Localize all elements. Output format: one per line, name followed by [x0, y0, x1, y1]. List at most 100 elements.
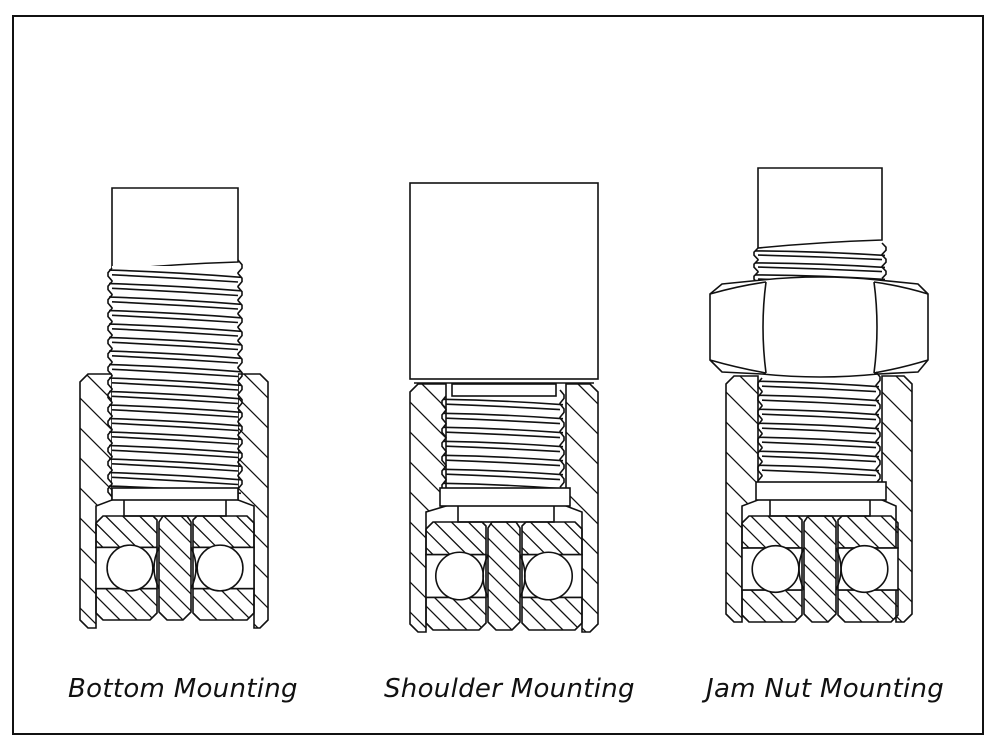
bearing-ball-right [840, 544, 889, 594]
race-groove-right [190, 547, 197, 589]
housing-jamnut-right-wall-outline [881, 375, 913, 623]
hex-nut-flat-edge-right [873, 281, 878, 374]
thread-left-profile [441, 395, 447, 494]
thread-left-profile [753, 247, 759, 284]
thread-crest [108, 417, 242, 427]
thread-end-cap [439, 487, 571, 507]
bearing-ball-left [434, 551, 485, 601]
bearing-ball-right [523, 551, 574, 601]
thread-crest [758, 394, 880, 402]
bearing-outer-ring-right [522, 522, 582, 555]
housing-bottom-left-wall [80, 374, 112, 628]
thread-root [445, 445, 561, 453]
thread-crest [758, 380, 880, 388]
stud-external-thread [107, 259, 243, 499]
thread-right-profile [881, 242, 887, 279]
thread-right-profile [559, 389, 565, 488]
thread-root [111, 449, 239, 459]
housing-shoulder-left-wall [410, 384, 446, 632]
bearing-inner-race-outline [487, 521, 521, 631]
bearing-inner-race-outline [158, 515, 192, 621]
race-groove-left [798, 547, 805, 591]
hex-nut-flat-edge-left [762, 281, 767, 374]
thread-crest [108, 350, 242, 360]
thread-root [757, 254, 883, 261]
bearing-inner-race [159, 516, 191, 620]
thread-crest [442, 454, 564, 462]
bearing-bottom [95, 515, 255, 621]
bearing-inner-race [804, 516, 836, 622]
bearing-shoulder [425, 521, 583, 631]
bearing-ball-left [106, 544, 154, 592]
thread-crest [442, 426, 564, 434]
thread-crest [108, 404, 242, 414]
thread-crest [758, 464, 880, 472]
thread-crest [758, 422, 880, 430]
shoulder-shaft [409, 182, 599, 380]
bearing-jamnut [741, 515, 899, 623]
thread-root [445, 403, 561, 411]
jamnut-stud-plain-shank [757, 167, 883, 249]
caption-shoulder-mounting: Shoulder Mounting [384, 674, 635, 704]
thread-crest [108, 323, 242, 333]
thread-crest [442, 468, 564, 476]
hex-chamfer-bottom-left [709, 359, 767, 374]
race-groove-left [153, 547, 160, 589]
thread-crest [108, 444, 242, 454]
thread-crest [108, 390, 242, 400]
thread-root [761, 469, 877, 477]
thread-left-profile [757, 377, 763, 490]
housing-bottom-right-wall-outline [237, 373, 269, 629]
thread-crest [442, 440, 564, 448]
thread-root [111, 395, 239, 405]
caption-jam-nut-mounting: Jam Nut Mounting [706, 674, 945, 704]
thread-root [761, 441, 877, 449]
thread-root [761, 427, 877, 435]
jam-nut-mounting-assembly [709, 167, 929, 623]
bearing-inner-race-outline [803, 515, 837, 623]
housing-shoulder-right-wall-outline [565, 383, 599, 633]
thread-root [761, 399, 877, 407]
race-groove-right [835, 547, 842, 591]
thread-crest [758, 450, 880, 458]
thread-root [445, 431, 561, 439]
thread-crest [108, 269, 242, 279]
thread-crest [442, 412, 564, 420]
thread-crest [108, 377, 242, 387]
bearing-lower-ring-left [742, 589, 802, 622]
jamnut-lower-thread [757, 371, 881, 490]
thread-crest [108, 282, 242, 292]
bearing-inner-race [488, 522, 520, 630]
bottom-mounting-assembly [79, 187, 269, 629]
thread-root [111, 368, 239, 378]
thread-root [111, 436, 239, 445]
thread-root [761, 385, 877, 393]
caption-bottom-mounting: Bottom Mounting [68, 674, 298, 704]
hex-jam-nut [709, 276, 929, 378]
hex-chamfer-top-left [709, 281, 767, 295]
thread-root [445, 417, 561, 425]
bearing-outer-ring-left [426, 522, 486, 555]
bearing-ball-left [751, 544, 800, 594]
bearing-outer-ring-left [96, 516, 157, 548]
thread-crest [754, 262, 886, 269]
thread-root [761, 413, 877, 421]
stud-plain-shank [111, 187, 239, 271]
thread-root [111, 314, 239, 324]
stud-end-shoulder [111, 487, 239, 501]
thread-root [111, 382, 239, 391]
thread-crest [758, 408, 880, 416]
thread-crest [108, 458, 242, 468]
thread-root [111, 422, 239, 432]
shoulder-mounting-assembly [409, 182, 599, 633]
thread-crest [108, 296, 242, 306]
housing-jamnut-left-wall [726, 376, 758, 622]
race-groove-left [482, 554, 489, 598]
thread-root [445, 473, 561, 481]
thread-left-profile [107, 267, 113, 498]
thread-crest [108, 363, 242, 373]
bearing-lower-ring-left [426, 597, 486, 630]
hex-nut-body [709, 276, 929, 378]
thread-root [111, 301, 239, 310]
